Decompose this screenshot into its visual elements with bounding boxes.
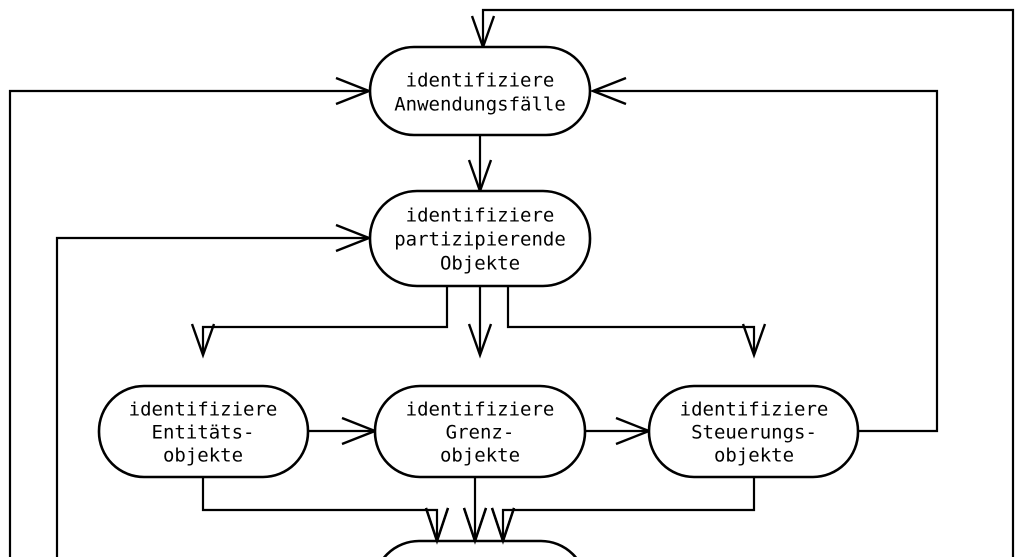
arrowhead-into-grenz-top — [467, 323, 493, 359]
edge-outer-top-rail — [481, 8, 1015, 557]
arrowhead-bottom-right-overlay — [490, 507, 516, 545]
node-grenzobjekte-line-2: Grenz- — [446, 422, 515, 444]
bottom-arrowhead-overlay — [424, 507, 516, 545]
edge-steuerungs-to-bottom — [501, 477, 756, 538]
node-anwendungsfaelle[interactable]: identifiziere Anwendungsfälle — [368, 45, 592, 137]
edge-partizipierende-stem-left — [201, 286, 449, 352]
node-entitaetsobjekte[interactable]: identifiziere Entitäts- objekte — [97, 384, 310, 479]
edge-entitaets-to-bottom — [201, 477, 439, 538]
edge-inner-left-rail — [55, 236, 366, 557]
node-grenzobjekte[interactable]: identifiziere Grenz- objekte — [373, 384, 587, 479]
node-steuerungsobjekte-line-3: objekte — [714, 445, 794, 467]
edge-partizipierende-stem-right — [506, 286, 756, 352]
node-layer: identifiziere Anwendungsfälle identifizi… — [97, 45, 860, 557]
node-anwendungsfaelle-shape — [368, 45, 592, 137]
node-entitaetsobjekte-line-2: Entitäts- — [152, 422, 255, 444]
arrowhead-right-into-anwendungsfaelle — [589, 76, 627, 106]
node-grenzobjekte-shape — [373, 384, 587, 479]
node-partizipierende-objekte-line-2: partizipierende — [394, 229, 566, 251]
node-anwendungsfaelle-line-2: Anwendungsfälle — [394, 94, 566, 116]
arrowhead-bottom-center-overlay — [462, 507, 488, 545]
node-partizipierende-objekte-line-1: identifiziere — [406, 205, 555, 227]
arrowhead-bottom-left-overlay — [424, 507, 450, 545]
node-entitaetsobjekte-line-3: objekte — [163, 445, 243, 467]
node-partizipierende-objekte-line-3: Objekte — [440, 253, 520, 275]
node-entitaetsobjekte-shape — [97, 384, 310, 479]
node-partizipierende-objekte-shape — [368, 189, 592, 288]
node-steuerungsobjekte-shape — [647, 384, 860, 479]
edge-outer-left-rail — [8, 89, 366, 557]
edge-steuerungs-to-anwendungsfaelle — [596, 89, 939, 433]
node-steuerungsobjekte-line-1: identifiziere — [680, 399, 829, 421]
node-entitaetsobjekte-line-1: identifiziere — [129, 399, 278, 421]
node-partizipierende-objekte[interactable]: identifiziere partizipierende Objekte — [368, 189, 592, 288]
edge-layer — [8, 8, 1015, 557]
node-grenzobjekte-line-3: objekte — [440, 445, 520, 467]
arrowhead-into-entitaets-top — [190, 323, 216, 359]
node-anwendungsfaelle-line-1: identifiziere — [406, 70, 555, 92]
node-steuerungsobjekte-line-2: Steuerungs- — [691, 422, 817, 444]
node-grenzobjekte-line-1: identifiziere — [406, 399, 555, 421]
arrowhead-into-steuerungs-top — [741, 323, 767, 359]
node-steuerungsobjekte[interactable]: identifiziere Steuerungs- objekte — [647, 384, 860, 479]
node-bottom-partial-shape — [382, 539, 578, 557]
node-bottom-partial[interactable] — [374, 539, 586, 557]
